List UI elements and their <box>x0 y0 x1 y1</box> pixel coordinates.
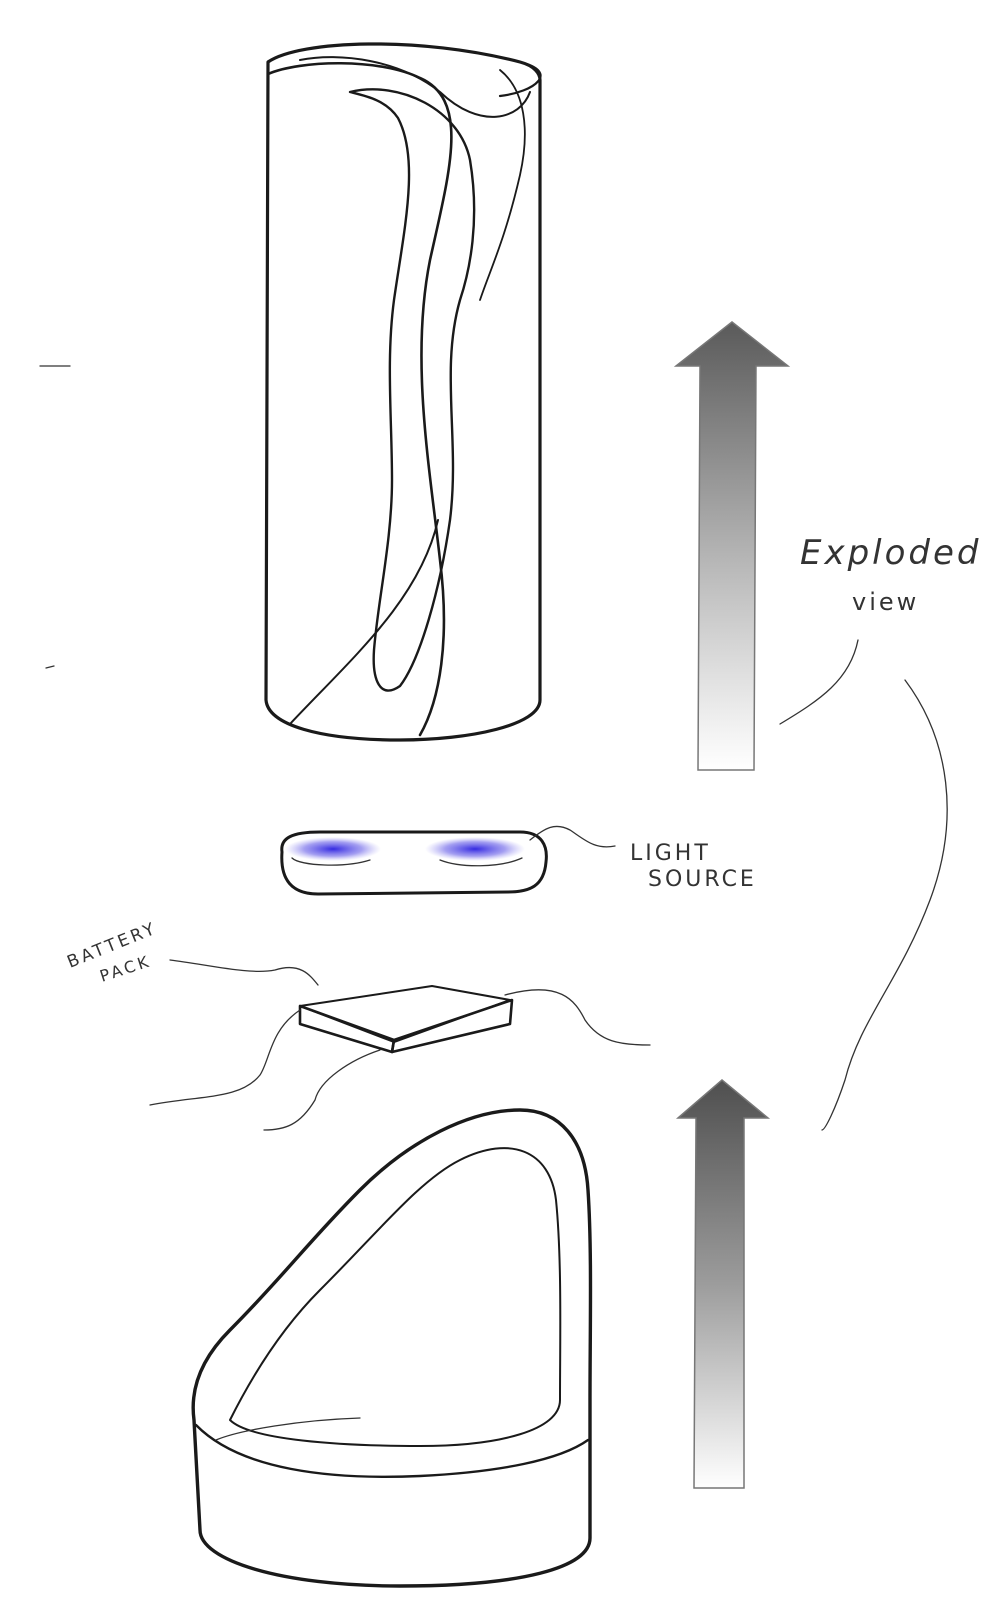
light-source-disk <box>282 832 547 894</box>
up-arrow-icon <box>676 322 788 770</box>
stray-mark-2 <box>46 666 54 668</box>
light-glow-left <box>285 837 381 861</box>
long-callout-curve <box>822 680 947 1130</box>
label-light: LIGHT <box>630 841 711 866</box>
cylinder-shade <box>266 44 540 740</box>
battery-pack <box>150 986 650 1130</box>
label-source: SOURCE <box>648 867 757 892</box>
light-glow-right <box>425 837 525 861</box>
label-exploded: Exploded <box>800 533 982 573</box>
battery-pack-leader <box>170 960 318 985</box>
up-arrow-icon <box>678 1080 768 1488</box>
label-view: view <box>852 588 919 616</box>
lamp-base <box>193 1110 590 1586</box>
exploded-view-leader <box>780 640 858 724</box>
